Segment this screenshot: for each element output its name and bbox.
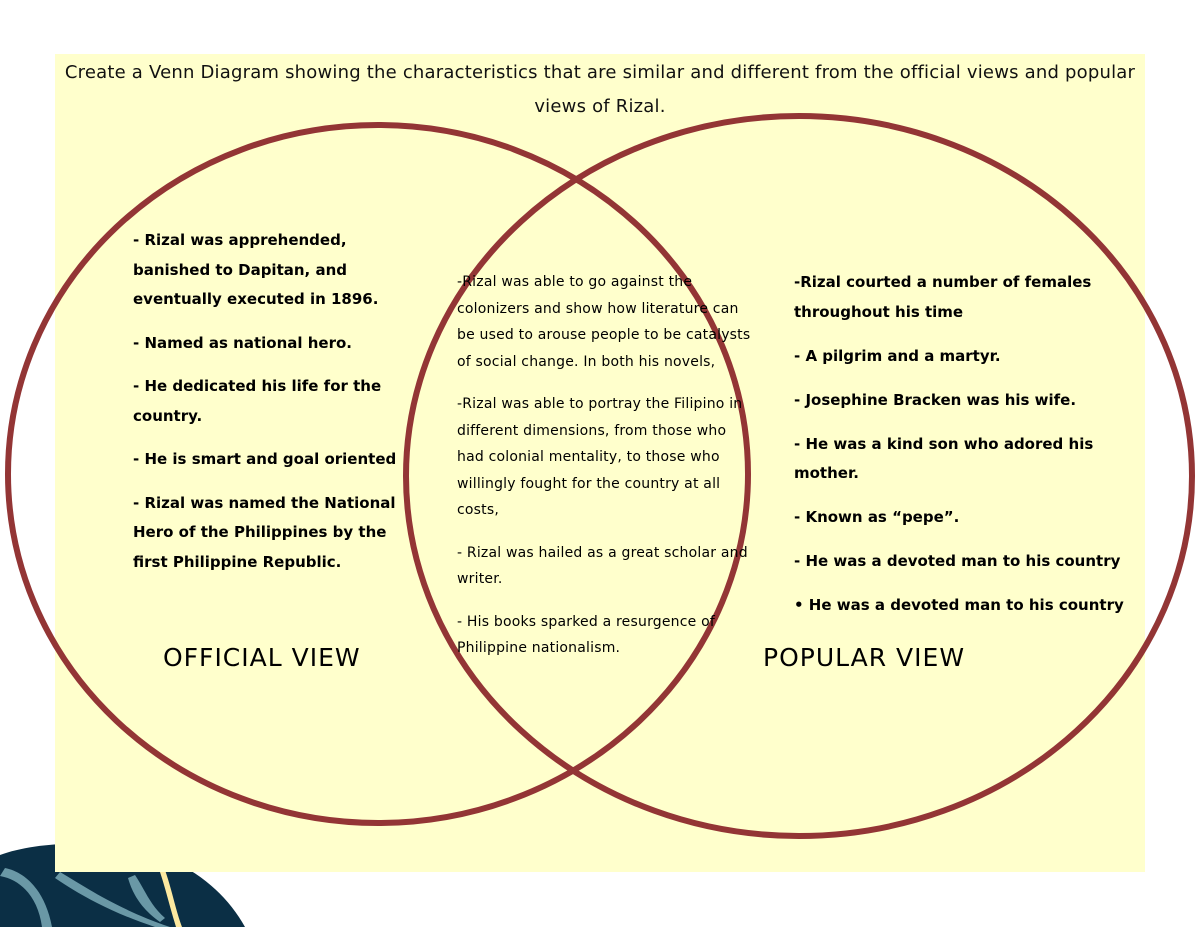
overlap-item: - His books sparked a resurgence of Phil… — [457, 613, 716, 657]
popular-item: - He was a devoted man to his country — [794, 552, 1121, 570]
popular-item: - A pilgrim and a martyr. — [794, 346, 1001, 365]
overlap-list: -Rizal was able to go against the coloni… — [457, 269, 757, 678]
popular-item: • He was a devoted man to his country — [794, 596, 1124, 614]
popular-item: - He was a kind son who adored his mothe… — [794, 434, 1094, 483]
official-item: - Named as national hero. — [133, 333, 352, 352]
overlap-item: - Rizal was hailed as a great scholar an… — [457, 544, 748, 588]
popular-item: - Known as “pepe”. — [794, 508, 960, 526]
popular-item: -Rizal courted a number of females throu… — [794, 273, 1092, 321]
official-item: - Rizal was apprehended, banished to Dap… — [133, 231, 379, 308]
overlap-item: -Rizal was able to portray the Filipino … — [457, 396, 743, 518]
popular-item: - Josephine Bracken was his wife. — [794, 390, 1077, 409]
decor-light-stroke-1 — [0, 868, 52, 927]
official-view-label: OFFICIAL VIEW — [163, 643, 361, 672]
official-view-list: - Rizal was apprehended, banished to Dap… — [133, 226, 423, 591]
official-item: - He dedicated his life for the country. — [133, 377, 382, 425]
decor-light-stroke-3 — [128, 875, 165, 922]
decor-light-stroke-2 — [55, 872, 170, 927]
official-item: - Rizal was named the National Hero of t… — [133, 493, 396, 571]
official-item: - He is smart and goal oriented — [133, 450, 397, 468]
overlap-item: -Rizal was able to go against the coloni… — [457, 274, 751, 370]
decor-yellow-stroke — [160, 870, 182, 927]
popular-view-label: POPULAR VIEW — [763, 643, 966, 672]
instruction-title: Create a Venn Diagram showing the charac… — [64, 62, 1136, 117]
popular-view-list: -Rizal courted a number of females throu… — [794, 268, 1154, 635]
